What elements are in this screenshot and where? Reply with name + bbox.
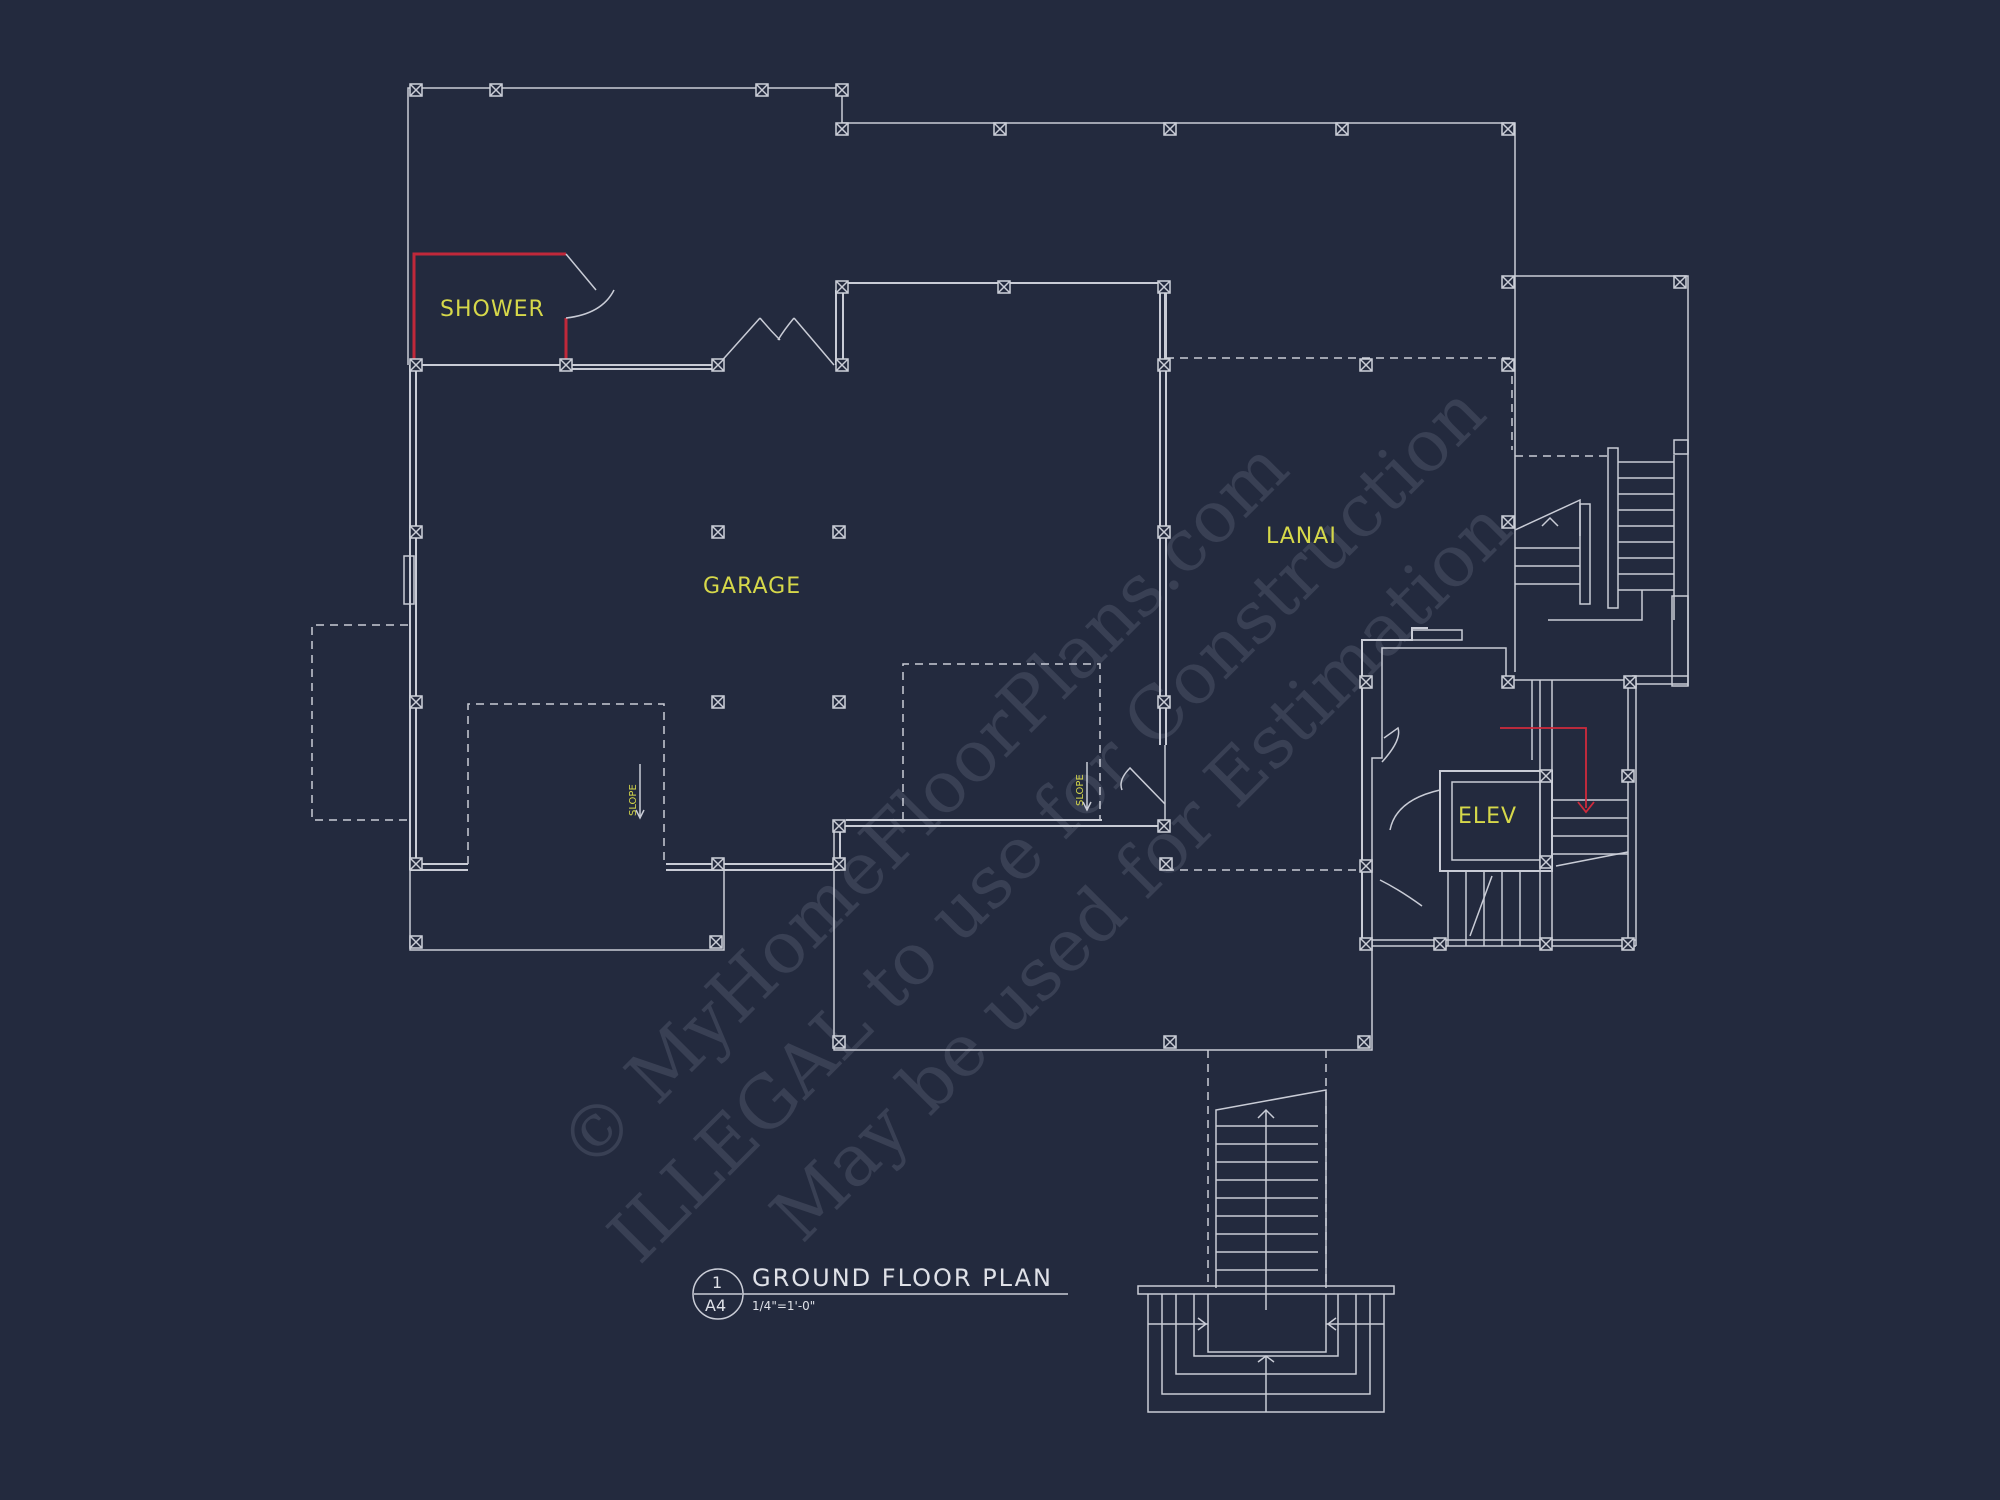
post-marker (1359, 358, 1373, 372)
watermark-line-2: ILLEGAL to use for Construction (592, 369, 1501, 1278)
structural-posts (409, 83, 1687, 1049)
post-marker (1157, 819, 1171, 833)
post-marker (993, 122, 1007, 136)
room-label-lanai: LANAI (1266, 524, 1337, 549)
room-label-shower: SHOWER (440, 297, 545, 322)
post-marker (1539, 855, 1553, 869)
post-marker (1163, 122, 1177, 136)
post-marker (1157, 280, 1171, 294)
post-marker (409, 935, 423, 949)
post-marker (1433, 937, 1447, 951)
post-marker (1621, 769, 1635, 783)
post-marker (409, 525, 423, 539)
lanai (1166, 357, 1513, 871)
post-marker (832, 525, 846, 539)
post-marker (835, 358, 849, 372)
post-marker (1623, 675, 1637, 689)
slope-label: SLOPE (628, 784, 639, 816)
garage-door-openings (311, 624, 1101, 864)
post-marker (832, 695, 846, 709)
slope-note-right: SLOPE (1075, 762, 1092, 812)
detail-number: 1 (712, 1273, 722, 1292)
post-marker (1163, 1035, 1177, 1049)
post-marker (832, 857, 846, 871)
lower-porches (409, 826, 1373, 1051)
post-marker (835, 280, 849, 294)
slope-label: SLOPE (1075, 774, 1086, 806)
post-marker (1159, 857, 1173, 871)
sheet-number: A4 (705, 1296, 726, 1315)
post-marker (489, 83, 503, 97)
post-marker (711, 857, 725, 871)
post-marker (1359, 937, 1373, 951)
post-marker (409, 695, 423, 709)
post-marker (711, 695, 725, 709)
post-marker (409, 857, 423, 871)
watermark: © MyHomeFloorPlans.com ILLEGAL to use fo… (543, 369, 1528, 1278)
room-label-elev: ELEV (1458, 804, 1517, 829)
drawing-title-block: 1 A4 GROUND FLOOR PLAN 1/4"=1'-0" (692, 1264, 1068, 1320)
post-marker (1335, 122, 1349, 136)
slope-note-left: SLOPE (628, 764, 645, 820)
post-marker (1501, 675, 1515, 689)
post-marker (409, 358, 423, 372)
post-marker (409, 83, 423, 97)
shower-room (412, 252, 615, 370)
post-marker (1501, 122, 1515, 136)
drawing-scale: 1/4"=1'-0" (752, 1299, 815, 1313)
post-marker (711, 525, 725, 539)
post-marker (832, 819, 846, 833)
garage-walls (403, 282, 1167, 871)
post-marker (1157, 525, 1171, 539)
post-marker (835, 122, 849, 136)
post-marker (1539, 769, 1553, 783)
upper-right-stair (1514, 439, 1689, 687)
elevator-core (1361, 627, 1688, 947)
post-marker (1157, 358, 1171, 372)
post-marker (997, 280, 1011, 294)
outer-porch-outline (407, 87, 1689, 686)
room-label-garage: GARAGE (703, 574, 801, 599)
front-entry-stair (1137, 1050, 1395, 1413)
post-marker (1501, 275, 1515, 289)
post-marker (1359, 675, 1373, 689)
post-marker (1621, 937, 1635, 951)
post-marker (835, 83, 849, 97)
drawing-title: GROUND FLOOR PLAN (752, 1264, 1053, 1292)
post-marker (711, 358, 725, 372)
post-marker (755, 83, 769, 97)
post-marker (709, 935, 723, 949)
post-marker (832, 1035, 846, 1049)
post-marker (1539, 937, 1553, 951)
post-marker (1157, 695, 1171, 709)
post-marker (1501, 358, 1515, 372)
post-marker (1359, 859, 1373, 873)
post-marker (1501, 515, 1515, 529)
post-marker (559, 358, 573, 372)
post-marker (1357, 1035, 1371, 1049)
post-marker (1673, 275, 1687, 289)
